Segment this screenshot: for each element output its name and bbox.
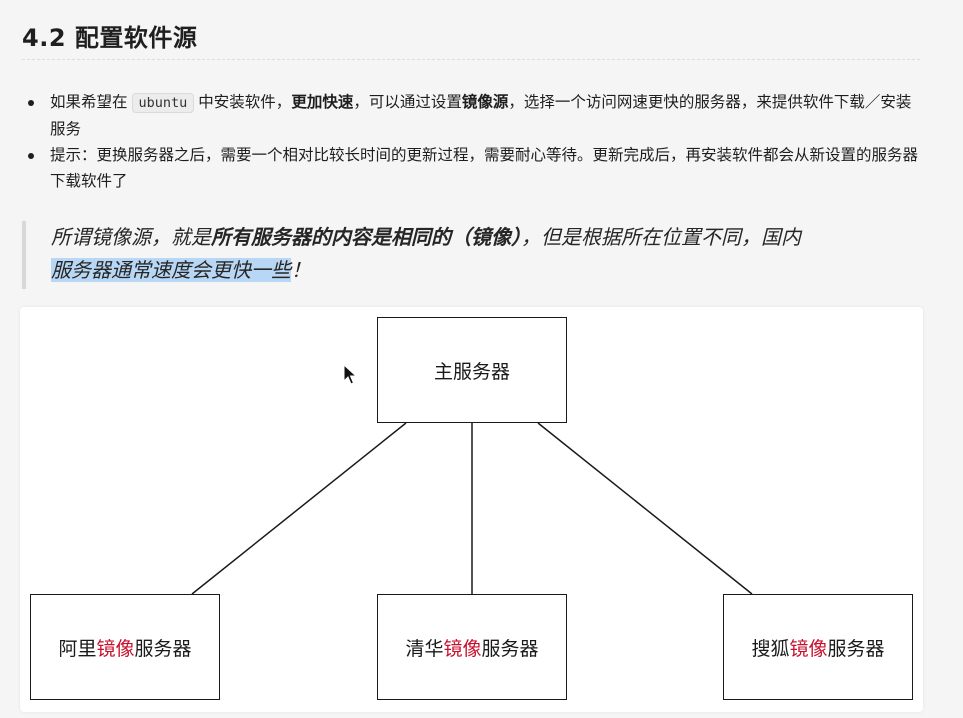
bullet-text: ，选择一个访问网速更快的服务器，来提供软件下载／安装服务 xyxy=(50,93,912,138)
quote-part: ，但是根据所在位置不同，国内 xyxy=(521,225,801,249)
bold-text: 更加快速 xyxy=(291,93,354,111)
quote-part: ！ xyxy=(291,258,311,282)
bullet-text: 中安装软件， xyxy=(198,93,292,111)
quote-highlight[interactable]: 服务器通常速度会更快一些 xyxy=(51,258,291,282)
node-label: 搜狐镜像服务器 xyxy=(751,637,885,660)
mirror-diagram: 主服务器 阿里镜像服务器 清华镜像服务器 搜狐镜像服务器 xyxy=(20,307,923,712)
inline-code: ubuntu xyxy=(131,93,195,113)
node-label: 阿里镜像服务器 xyxy=(58,637,192,660)
blockquote: 所谓镜像源，就是所有服务器的内容是相同的（镜像），但是根据所在位置不同，国内服务… xyxy=(22,221,924,289)
tsinghua-mirror-node: 清华镜像服务器 xyxy=(377,594,567,700)
node-label: 清华镜像服务器 xyxy=(405,637,539,660)
sohu-mirror-node: 搜狐镜像服务器 xyxy=(723,594,913,700)
aliyun-mirror-node: 阿里镜像服务器 xyxy=(30,594,220,700)
bullet-text: 提示：更换服务器之后，需要一个相对比较长时间的更新过程，需要耐心等待。更新完成后… xyxy=(50,146,919,190)
connector-line xyxy=(537,422,753,595)
connector-line xyxy=(191,422,407,595)
bullet-text: ，可以通过设置 xyxy=(353,93,462,111)
section-heading: 4.2 配置软件源 xyxy=(22,24,198,52)
quote-part: 所谓镜像源，就是 xyxy=(51,225,211,249)
bullet-text: 如果希望在 xyxy=(50,93,128,111)
node-label: 主服务器 xyxy=(433,360,510,383)
quote-bold: 所有服务器的内容是相同的（镜像） xyxy=(211,225,521,249)
mouse-pointer-icon xyxy=(343,364,357,385)
heading-divider xyxy=(22,59,920,60)
bold-text: 镜像源 xyxy=(461,93,509,111)
quote-text: 所谓镜像源，就是所有服务器的内容是相同的（镜像），但是根据所在位置不同，国内服务… xyxy=(51,221,931,287)
connector-lines xyxy=(191,422,753,595)
list-item: 提示：更换服务器之后，需要一个相对比较长时间的更新过程，需要耐心等待。更新完成后… xyxy=(24,142,924,194)
main-server-node: 主服务器 xyxy=(377,317,567,423)
